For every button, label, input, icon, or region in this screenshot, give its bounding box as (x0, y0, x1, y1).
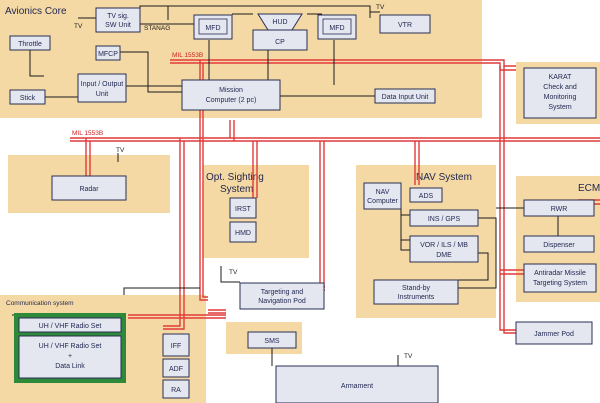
uhf-datalink-label-1: UH / VHF Radio Set (39, 343, 102, 350)
jammer-pod-block[interactable]: Jammer Pod (515, 321, 593, 345)
hmd-label: HMD (235, 230, 251, 237)
communication-title: Communication system (6, 300, 74, 307)
ads-block[interactable]: ADS (409, 187, 443, 203)
ads-label: ADS (419, 193, 434, 200)
bus-label-upper: MIL 1553B (172, 52, 203, 59)
mission-computer-label-2: Computer (2 pc) (206, 97, 257, 104)
iff-label: IFF (171, 343, 182, 350)
dispenser-label: Dispenser (543, 242, 575, 249)
bus-label-lower: MIL 1553B (72, 130, 103, 137)
antiradar-label-1: Antiradar Missile (534, 270, 586, 277)
ins-gps-block[interactable]: INS / GPS (409, 209, 479, 227)
ra-block[interactable]: RA (162, 379, 190, 399)
tv-vtr-tag: TV (376, 4, 385, 11)
mfd-right-block[interactable]: MFD (317, 14, 357, 40)
jammer-pod-label: Jammer Pod (534, 331, 574, 338)
data-input-label: Data Input Unit (382, 94, 429, 101)
mfd-right-label: MFD (329, 25, 344, 32)
hud-label: HUD (272, 19, 287, 26)
tv-sig-label-1: TV sig. (107, 13, 129, 20)
stick-label: Stick (20, 95, 36, 102)
pod-label-1: Targeting and (261, 289, 304, 296)
tv-pod-tag: TV (229, 269, 238, 276)
cp-label: CP (275, 39, 285, 46)
io-label-1: Input / Output (81, 81, 123, 88)
rwr-block[interactable]: RWR (523, 199, 595, 217)
uhf-vhf-datalink-block[interactable]: UH / VHF Radio Set + Data Link (18, 335, 122, 379)
io-label-2: Unit (96, 91, 109, 98)
avionics-core-title: Avionics Core (5, 6, 67, 17)
karat-block[interactable]: KARAT Check and Monitoring System (523, 67, 597, 119)
irst-block[interactable]: IRST (229, 197, 257, 219)
ra-label: RA (171, 387, 181, 394)
radar-label: Radar (79, 186, 99, 193)
stanag-tag: STANAG (144, 25, 170, 32)
uhf-datalink-label-3: Data Link (55, 363, 85, 370)
adf-block[interactable]: ADF (162, 358, 190, 378)
karat-label-1: KARAT (549, 74, 573, 81)
mission-computer-label-1: Mission (219, 87, 243, 94)
antiradar-label-2: Targeting System (533, 280, 587, 287)
standby-instruments-block[interactable]: Stand-by Instruments (373, 279, 459, 305)
standby-label-2: Instruments (398, 294, 435, 301)
iff-block[interactable]: IFF (162, 333, 190, 357)
uhf-radio-label: UH / VHF Radio Set (39, 323, 102, 330)
tv-sig-label-2: SW Unit (105, 22, 131, 29)
mfcp-block[interactable]: MFCP (95, 45, 121, 61)
tv-sig-sw-unit-block[interactable]: TV sig. SW Unit (95, 7, 141, 33)
io-unit-block[interactable]: Input / Output Unit (77, 73, 127, 103)
mfd-left-label: MFD (205, 25, 220, 32)
targeting-nav-pod-block[interactable]: Targeting and Navigation Pod (239, 282, 325, 310)
mfcp-label: MFCP (98, 51, 118, 58)
rwr-label: RWR (551, 206, 568, 213)
ecm-title: ECM (578, 183, 600, 194)
vor-label-1: VOR / ILS / MB (420, 242, 468, 249)
vor-label-2: DME (436, 252, 452, 259)
karat-label-4: System (548, 104, 572, 111)
tv-input-tag: TV (74, 23, 83, 30)
antiradar-missile-block[interactable]: Antiradar Missile Targeting System (523, 263, 597, 293)
uhf-datalink-label-2: + (68, 353, 72, 360)
sms-block[interactable]: SMS (247, 331, 297, 349)
tv-armament-tag: TV (404, 353, 413, 360)
irst-label: IRST (235, 206, 252, 213)
bus-lines (70, 59, 600, 334)
hud-cp-block[interactable]: HUD CP (252, 13, 308, 51)
vtr-block[interactable]: VTR (379, 14, 431, 34)
nav-computer-block[interactable]: NAV Computer (363, 182, 402, 210)
karat-label-2: Check and (543, 84, 577, 91)
radar-block[interactable]: Radar (51, 175, 127, 201)
nav-system-title: NAV System (416, 172, 472, 183)
throttle-block[interactable]: Throttle (9, 35, 51, 51)
karat-label-3: Monitoring (544, 94, 577, 101)
data-input-unit-block[interactable]: Data Input Unit (374, 88, 436, 104)
vtr-label: VTR (398, 22, 412, 29)
armament-label: Armament (341, 383, 373, 390)
vor-ils-block[interactable]: VOR / ILS / MB DME (409, 235, 479, 263)
signal-wires (12, 5, 559, 367)
opt-sighting-title-2: System (220, 184, 253, 195)
dispenser-block[interactable]: Dispenser (523, 235, 595, 253)
ins-gps-label: INS / GPS (428, 216, 461, 223)
mission-computer-block[interactable]: Mission Computer (2 pc) (181, 79, 281, 111)
opt-sighting-title-1: Opt. Sighting (206, 172, 264, 183)
tv-radar-tag: TV (116, 147, 125, 154)
nav-computer-label-2: Computer (367, 198, 398, 205)
adf-label: ADF (169, 366, 183, 373)
hmd-block[interactable]: HMD (229, 221, 257, 243)
sms-label: SMS (264, 338, 280, 345)
armament-block[interactable]: Armament (275, 365, 439, 403)
mfd-left-block[interactable]: MFD (193, 14, 233, 40)
stick-block[interactable]: Stick (9, 89, 46, 105)
nav-computer-label-1: NAV (376, 189, 390, 196)
standby-label-1: Stand-by (402, 285, 431, 292)
pod-label-2: Navigation Pod (258, 298, 306, 305)
uhf-vhf-radio-block[interactable]: UH / VHF Radio Set (18, 317, 122, 333)
throttle-label: Throttle (18, 41, 42, 48)
